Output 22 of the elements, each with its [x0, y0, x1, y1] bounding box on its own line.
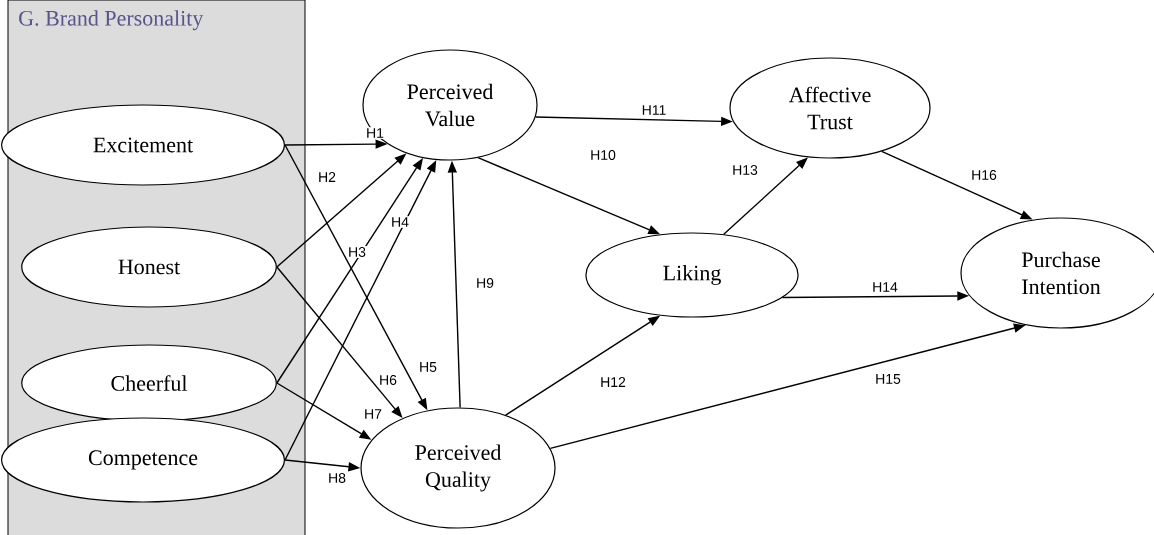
- edge-label: H13: [731, 164, 759, 176]
- edge-label: H5: [418, 361, 438, 373]
- edge-label: H4: [390, 216, 410, 228]
- ellipse-node: Honest: [21, 226, 277, 308]
- edge-label: H6: [378, 374, 398, 386]
- edge-label: H3: [347, 246, 367, 258]
- ellipse-node: Liking: [585, 232, 799, 318]
- edge-label: H15: [874, 373, 902, 385]
- edge-label: H16: [970, 169, 998, 181]
- edge-label: H8: [327, 472, 347, 484]
- ellipse-node: Excitement: [1, 104, 286, 186]
- edge-label: H10: [589, 149, 617, 161]
- edge-label: H9: [475, 277, 495, 289]
- edge-label: H7: [363, 408, 383, 420]
- ellipse-node: Cheerful: [21, 344, 277, 422]
- ellipse-node: Affective Trust: [729, 57, 931, 159]
- edge-label: H12: [599, 376, 627, 388]
- edge-label: H1: [365, 127, 385, 139]
- edge-label: H2: [317, 171, 337, 183]
- edge-label: H11: [640, 104, 668, 116]
- ellipse-node: Competence: [1, 417, 286, 503]
- edge-label: H14: [871, 281, 899, 293]
